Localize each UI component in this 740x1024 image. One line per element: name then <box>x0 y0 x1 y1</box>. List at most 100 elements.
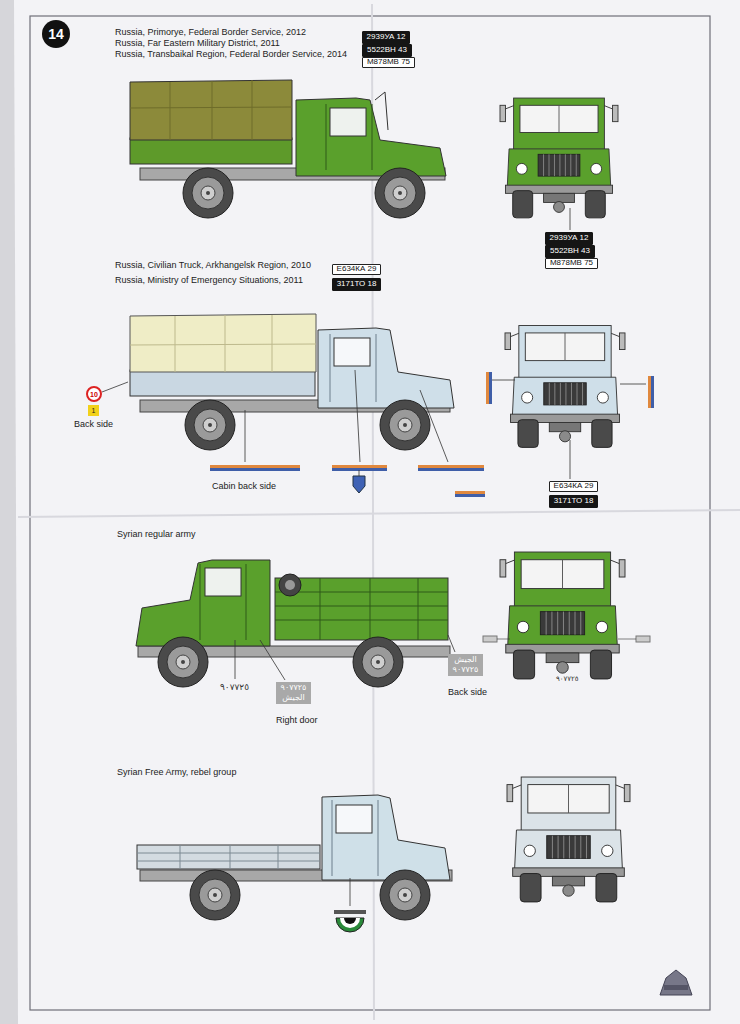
scheme-title: Syrian Free Army, rebel group <box>117 768 236 778</box>
side-view-truck-2 <box>102 314 654 497</box>
drawing-part <box>137 845 320 869</box>
node-text: 5522ВН 43 <box>366 46 408 55</box>
drawing-part <box>334 910 366 914</box>
drawing-part <box>505 326 625 448</box>
drawing-part <box>375 92 388 130</box>
licence-plate: 2939УА 12 <box>545 232 593 245</box>
drawing-part <box>272 315 273 372</box>
drawing-part <box>130 107 292 108</box>
drawing-part <box>418 578 419 640</box>
drawing-part <box>492 380 515 381</box>
node-text: ٩٠٧٧٢٥ <box>280 683 307 693</box>
licence-plate: 2939УА 12 <box>362 31 410 44</box>
drawing-part <box>275 592 448 593</box>
scheme-title: Russia, Transbaikal Region, Federal Bord… <box>115 50 347 60</box>
scheme-title: Russia, Far Eastern Military District, 2… <box>115 39 280 49</box>
drawing-part <box>130 80 292 140</box>
side-view-truck-3 <box>136 552 650 687</box>
drawing-part <box>212 81 213 140</box>
node-text: 10 <box>90 391 98 398</box>
drawing-part <box>326 104 327 170</box>
scheme-title: Russia, Ministry of Emergency Situations… <box>115 276 303 286</box>
view-note: Back side <box>74 420 113 430</box>
drawing-part <box>130 315 316 372</box>
drawing-part <box>322 795 450 880</box>
drawing-part <box>130 344 316 345</box>
drawing-part <box>651 376 654 408</box>
scheme-title: Russia, Primorye, Federal Border Service… <box>115 28 306 38</box>
drawing-part <box>180 845 181 869</box>
scheme-title: Russia, Civilian Truck, Arkhangelsk Regi… <box>115 261 311 271</box>
node-text: الجيش <box>280 693 307 703</box>
licence-plate: Е634КА 29 <box>549 481 598 492</box>
drawing-part <box>500 98 618 218</box>
view-note: Back side <box>448 688 487 698</box>
drawing-part <box>235 640 236 679</box>
drawing-part <box>252 80 253 140</box>
drawing-part <box>320 578 321 640</box>
drawing-part <box>570 440 571 479</box>
drawing-part <box>497 639 510 640</box>
drawing-part <box>137 861 320 862</box>
drawing-part <box>340 918 360 928</box>
licence-plate: Е634КА 29 <box>332 264 381 275</box>
drawing-part <box>500 552 625 679</box>
drawing-part <box>489 372 492 404</box>
node-text: М878МВ 75 <box>366 58 411 67</box>
drawing-part <box>375 168 425 218</box>
drawing-part <box>570 208 571 230</box>
marking-text: ٩٠٧٧٢٥ <box>220 683 249 693</box>
drawing-part <box>130 314 316 372</box>
drawing-part <box>380 400 430 450</box>
drawing-part <box>205 568 241 596</box>
drawing-part <box>507 777 630 902</box>
node-text: 1 <box>92 407 96 414</box>
drawing-part <box>418 465 484 468</box>
drawing-part <box>332 468 387 471</box>
drawing-part <box>246 564 247 640</box>
rear-marking: الجيش٩٠٧٧٢٥ <box>448 654 483 676</box>
drawing-part <box>455 491 485 494</box>
drawing-part <box>660 970 692 995</box>
drawing-part <box>620 384 646 385</box>
drawing-part <box>483 636 497 642</box>
drawing-part <box>455 494 485 497</box>
drawing-part <box>664 985 688 990</box>
drawing-part <box>183 168 233 218</box>
licence-plate: М878МВ 75 <box>545 258 598 269</box>
drawing-part <box>275 606 448 607</box>
drawing-part <box>285 580 295 590</box>
drawing-part <box>102 382 128 392</box>
drawing-part <box>137 845 320 869</box>
drawing-part <box>245 410 246 462</box>
node-text: ٩٠٧٧٢٥ <box>452 665 479 675</box>
licence-plate: 3171ТО 18 <box>549 495 598 508</box>
drawing-part <box>334 338 370 366</box>
drawing-part <box>344 918 356 924</box>
node-text: 14 <box>48 26 64 42</box>
rebel-emblem <box>334 910 366 932</box>
drawing-part <box>332 465 387 468</box>
drawing-part <box>296 98 446 176</box>
drawing-part <box>260 640 285 680</box>
drawing-part <box>336 918 364 932</box>
node-text: 5522ВН 43 <box>549 247 591 256</box>
drawing-part <box>210 468 300 471</box>
publisher-logo <box>660 970 692 995</box>
paper <box>14 0 740 1024</box>
drawing-part <box>380 870 430 920</box>
side-view-truck-4 <box>137 777 630 932</box>
node-text: Е634КА 29 <box>553 482 594 491</box>
drawing-part <box>170 82 171 140</box>
step-number: 14 <box>42 20 70 48</box>
drawing-part <box>225 315 226 372</box>
drawing-part <box>130 370 315 396</box>
drawing-part <box>185 400 235 450</box>
drawing-part <box>359 470 360 476</box>
decal-number: 10 <box>86 386 102 402</box>
drawing-part <box>618 639 636 640</box>
node-text: М878МВ 75 <box>549 259 594 268</box>
drawing-part <box>350 878 351 906</box>
